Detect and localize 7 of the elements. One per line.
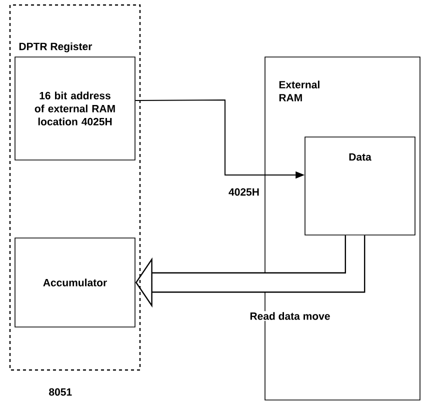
edge-label: 4025H <box>228 187 260 197</box>
data-box: Data <box>304 136 416 236</box>
accumulator-box: Accumulator <box>14 238 136 328</box>
edge-label: Read data move <box>248 311 332 321</box>
box-heading: DPTR Register <box>19 42 92 52</box>
node-label: 8051 <box>49 388 72 396</box>
register-box: 16 bit address of external RAM location 4025H <box>14 56 136 160</box>
